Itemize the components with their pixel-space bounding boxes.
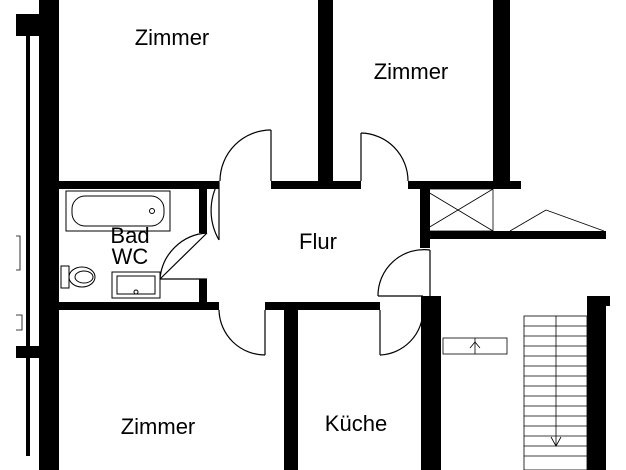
- room-label-bathroom-line1: Bad: [110, 223, 149, 248]
- door-bottom-left-room: [218, 309, 266, 356]
- walls: [16, 0, 610, 470]
- door-bathroom: [159, 232, 208, 280]
- wall-core-right-top: [600, 296, 610, 306]
- stair-landing-opening: [509, 209, 605, 232]
- wall-top-horizontal-b: [271, 181, 361, 189]
- room-label-hall: Flur: [299, 229, 337, 254]
- wall-bath-right-top: [199, 189, 207, 233]
- wall-mid-horizontal-b: [265, 302, 380, 310]
- door-kitchen: [379, 309, 424, 356]
- room-label-bathroom-line2: WC: [112, 244, 149, 269]
- wall-top-horizontal-a: [59, 181, 219, 189]
- doors: [159, 129, 431, 356]
- wall-kitchen-right: [421, 296, 441, 470]
- wall-outer-left: [39, 0, 59, 470]
- wall-core-top: [420, 231, 606, 239]
- wall-left-stub-top: [16, 14, 39, 36]
- door-top-middle-room: [360, 132, 409, 182]
- wall-core-left-stub: [420, 188, 430, 248]
- wall-top-mid-right: [493, 0, 510, 188]
- wall-bath-right-bottom: [199, 279, 207, 303]
- wall-top-mid-left: [318, 0, 333, 188]
- wall-top-horizontal-c: [408, 181, 521, 189]
- duct-shaft: [422, 188, 494, 232]
- room-label-bottom-left: Zimmer: [121, 414, 196, 439]
- room-label-top-middle: Zimmer: [374, 59, 449, 84]
- door-entrance: [377, 249, 431, 297]
- staircase: [523, 315, 588, 470]
- wall-core-right: [587, 296, 606, 470]
- door-top-left-room: [210, 129, 272, 241]
- toilet: [60, 265, 96, 289]
- wall-left-inner-thin: [26, 36, 30, 456]
- wall-mid-horizontal-a: [59, 302, 219, 310]
- washbasin: [111, 271, 161, 299]
- bathtub: [65, 190, 171, 232]
- stair-treads: [524, 325, 587, 457]
- room-label-kitchen: Küche: [325, 411, 387, 436]
- facade-details: [16, 235, 23, 331]
- landing-marker: [442, 337, 508, 355]
- wall-bottom-mid: [284, 310, 298, 470]
- room-label-top-left: Zimmer: [135, 25, 210, 50]
